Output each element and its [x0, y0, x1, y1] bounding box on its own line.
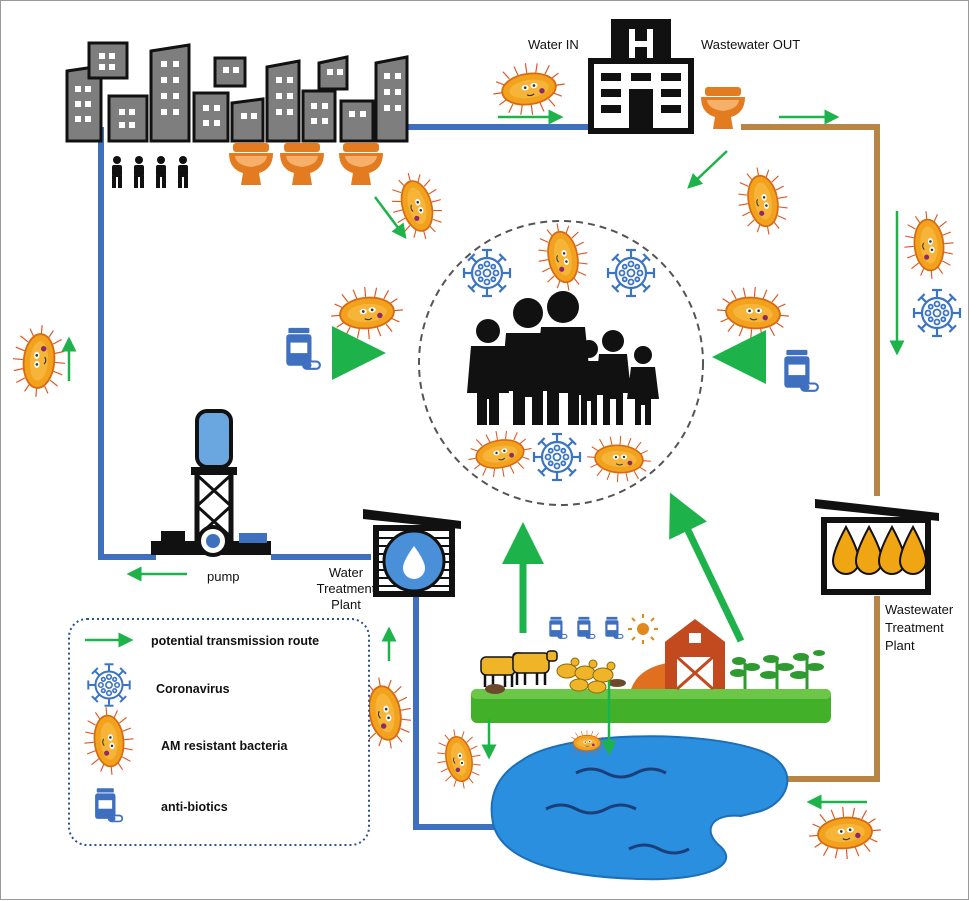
lake-ripples-icon [545, 767, 690, 855]
water-tower-pump-icon [151, 409, 271, 557]
clean-water-pipe-left [98, 127, 156, 560]
lake-intake-pipe [413, 591, 501, 830]
wastewater-treatment-plant-icon [815, 499, 939, 595]
pump-label: pump [207, 569, 240, 584]
water-treatment-label-3: Plant [331, 597, 361, 612]
farm-antibiotics-icon [548, 616, 624, 639]
poultry-icon [556, 657, 616, 694]
city-toilets-icon [229, 143, 383, 185]
hospital-toilet-icon [701, 87, 745, 129]
water-treatment-label-2: Treatment [317, 581, 376, 596]
transmission-route-arrows [61, 109, 905, 810]
lake-icon [490, 735, 789, 881]
residents-icon [112, 156, 188, 188]
wastewater-treatment-label-2: Treatment [885, 620, 944, 635]
crops-icon [730, 650, 825, 689]
wastewater-treatment-label-1: Wastewater [885, 602, 954, 617]
legend-box [68, 618, 370, 846]
legend-label-antibiotics: anti-biotics [161, 800, 228, 814]
community-exposure-circle [418, 220, 704, 506]
city-buildings-icon [65, 41, 409, 143]
hospital-icon [588, 19, 694, 134]
farm-field-highlight [471, 689, 831, 699]
sun-icon [628, 614, 658, 644]
legend-label-bacteria: AM resistant bacteria [161, 739, 288, 753]
family-people-icon [467, 291, 659, 425]
water-treatment-label-1: Water [329, 565, 364, 580]
water-in-label: Water IN [528, 37, 579, 52]
water-treatment-plant-icon [363, 509, 461, 597]
wastewater-pipe-right [741, 124, 880, 496]
legend-label-coronavirus: Coronavirus [156, 682, 230, 696]
city-window-grid [75, 53, 401, 128]
legend-label-transmission: potential transmission route [151, 634, 319, 648]
cattle-icon [480, 650, 558, 694]
wastewater-out-label: Wastewater OUT [701, 37, 800, 52]
wastewater-discharge-pipe [781, 596, 880, 782]
wastewater-treatment-label-3: Plant [885, 638, 915, 653]
barn-icon [631, 615, 730, 691]
manure-icon [608, 679, 626, 687]
